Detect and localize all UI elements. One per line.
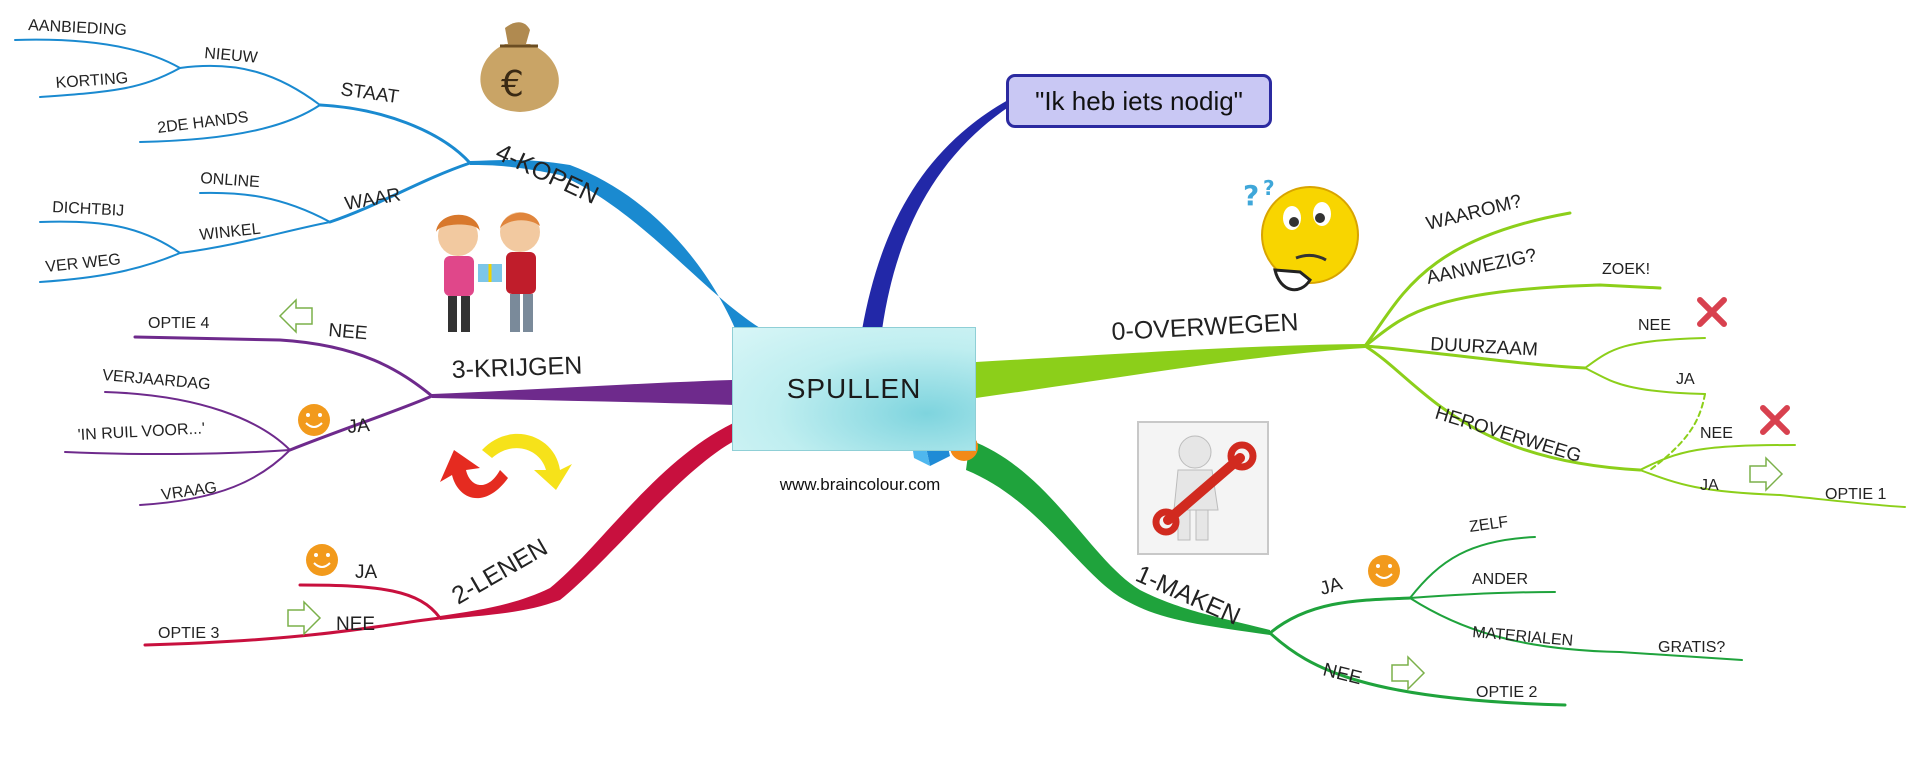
arrow-right-icon — [287, 600, 322, 636]
maken-materialen: MATERIALEN — [1472, 624, 1574, 650]
maken-ander: ANDER — [1472, 571, 1528, 588]
krijgen-trunk — [432, 380, 735, 405]
heroverweeg-nee: NEE — [1700, 425, 1733, 442]
smiley-icon — [1368, 555, 1400, 587]
kopen-aanbieding: AANBIEDING — [28, 17, 127, 39]
cross-icon — [1697, 297, 1727, 327]
kopen-winkel: WINKEL — [199, 221, 262, 244]
svg-text:€: € — [501, 64, 524, 105]
duurzaam-ja: JA — [1676, 371, 1695, 388]
kopen-online: ONLINE — [200, 170, 261, 191]
arrow-left-icon — [278, 298, 313, 334]
maken-trunk — [966, 440, 1270, 635]
overwegen-heroverweeg: HEROVERWEEG — [1433, 403, 1584, 467]
callout-box: "Ik heb iets nodig" — [1006, 74, 1272, 128]
overwegen-title: 0-OVERWEGEN — [1111, 308, 1299, 346]
krijgen-vraag: VRAAG — [160, 479, 218, 504]
kopen-nieuw: NIEUW — [204, 45, 260, 67]
maken-optie2: OPTIE 2 — [1476, 684, 1537, 701]
cross-icon — [1760, 405, 1790, 435]
krijgen-inruil: 'IN RUIL VOOR...' — [77, 420, 205, 444]
money-bag-icon: € — [480, 22, 559, 112]
heroverweeg-ja: JA — [1700, 477, 1719, 494]
lenen-ja: JA — [355, 562, 378, 583]
overwegen-zoek: ZOEK! — [1602, 261, 1650, 278]
central-url: www.braincolour.com — [779, 475, 941, 494]
smiley-icon — [298, 404, 330, 436]
krijgen-nee: NEE — [328, 320, 369, 344]
kopen-tweedehands: 2DE HANDS — [156, 109, 249, 137]
smiley-icon — [306, 544, 338, 576]
kopen-verweg: VER WEG — [45, 251, 122, 276]
kopen-trunk — [470, 159, 760, 340]
central-topic: SPULLEN — [732, 327, 976, 451]
kopen-staat: STAAT — [339, 79, 400, 108]
kopen-korting: KORTING — [55, 70, 129, 92]
krijgen-title: 3-KRIJGEN — [451, 351, 582, 384]
overwegen-aanwezig: AANWEZIG? — [1425, 245, 1539, 289]
overwegen-trunk — [976, 344, 1365, 398]
svg-text:?: ? — [1263, 176, 1275, 200]
arrow-right-icon — [1749, 456, 1784, 492]
overwegen-duurzaam: DUURZAAM — [1430, 334, 1539, 361]
maken-nee: NEE — [1321, 659, 1364, 689]
lenen-optie3: OPTIE 3 — [158, 625, 219, 642]
maken-gratis: GRATIS? — [1658, 639, 1725, 656]
repair-man-icon — [1137, 421, 1269, 555]
kids-gift-icon — [436, 212, 540, 332]
thinking-face-icon: ? ? — [1243, 176, 1359, 292]
arrow-right-icon — [1391, 655, 1426, 691]
lenen-nee: NEE — [336, 614, 375, 635]
krijgen-optie4: OPTIE 4 — [148, 315, 209, 332]
cycle-arrows-icon — [440, 433, 572, 499]
lenen-trunk — [440, 420, 740, 620]
krijgen-ja: JA — [347, 415, 371, 438]
krijgen-verjaardag: VERJAARDAG — [102, 367, 212, 393]
kopen-dichtbij: DICHTBIJ — [52, 199, 125, 220]
callout-trunk — [862, 100, 1010, 330]
kopen-waar: WAAR — [343, 184, 402, 214]
overwegen-optie1: OPTIE 1 — [1825, 486, 1886, 503]
maken-zelf: ZELF — [1468, 514, 1509, 536]
maken-ja: JA — [1318, 573, 1345, 599]
duurzaam-nee: NEE — [1638, 317, 1671, 334]
svg-text:?: ? — [1243, 179, 1259, 212]
